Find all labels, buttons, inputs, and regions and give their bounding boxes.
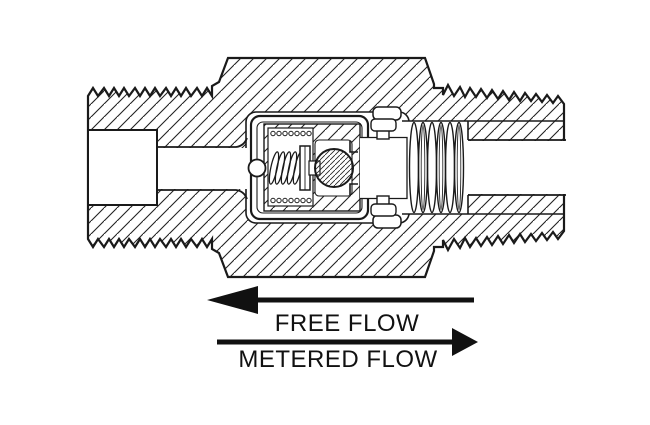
cartridge-shoulder-bottom <box>372 214 402 229</box>
metered-flow-arrow <box>217 328 478 356</box>
inlet-orifice <box>247 158 267 178</box>
check-ball <box>314 148 354 188</box>
free-flow-label: FREE FLOW <box>275 310 420 337</box>
retainer-dots-top <box>270 130 312 137</box>
retainer-dots-bottom <box>270 197 312 204</box>
locating-tab-top <box>370 118 397 140</box>
left-port-counterbore <box>87 129 158 206</box>
cartridge-shoulder-top <box>372 106 402 121</box>
check-valve-cartridge <box>247 106 408 229</box>
thread-engagement <box>408 121 465 214</box>
right-outlet-bore <box>468 139 567 196</box>
seat-bracket-top <box>349 141 358 153</box>
locating-tab-bottom <box>370 195 397 217</box>
metered-flow-label: METERED FLOW <box>238 346 437 373</box>
seat-bracket-bottom <box>349 183 358 195</box>
free-flow-arrow <box>207 286 474 314</box>
right-port-interior-lines <box>402 120 564 215</box>
outlet-chamber <box>360 136 408 200</box>
left-inlet-bore <box>158 137 251 200</box>
